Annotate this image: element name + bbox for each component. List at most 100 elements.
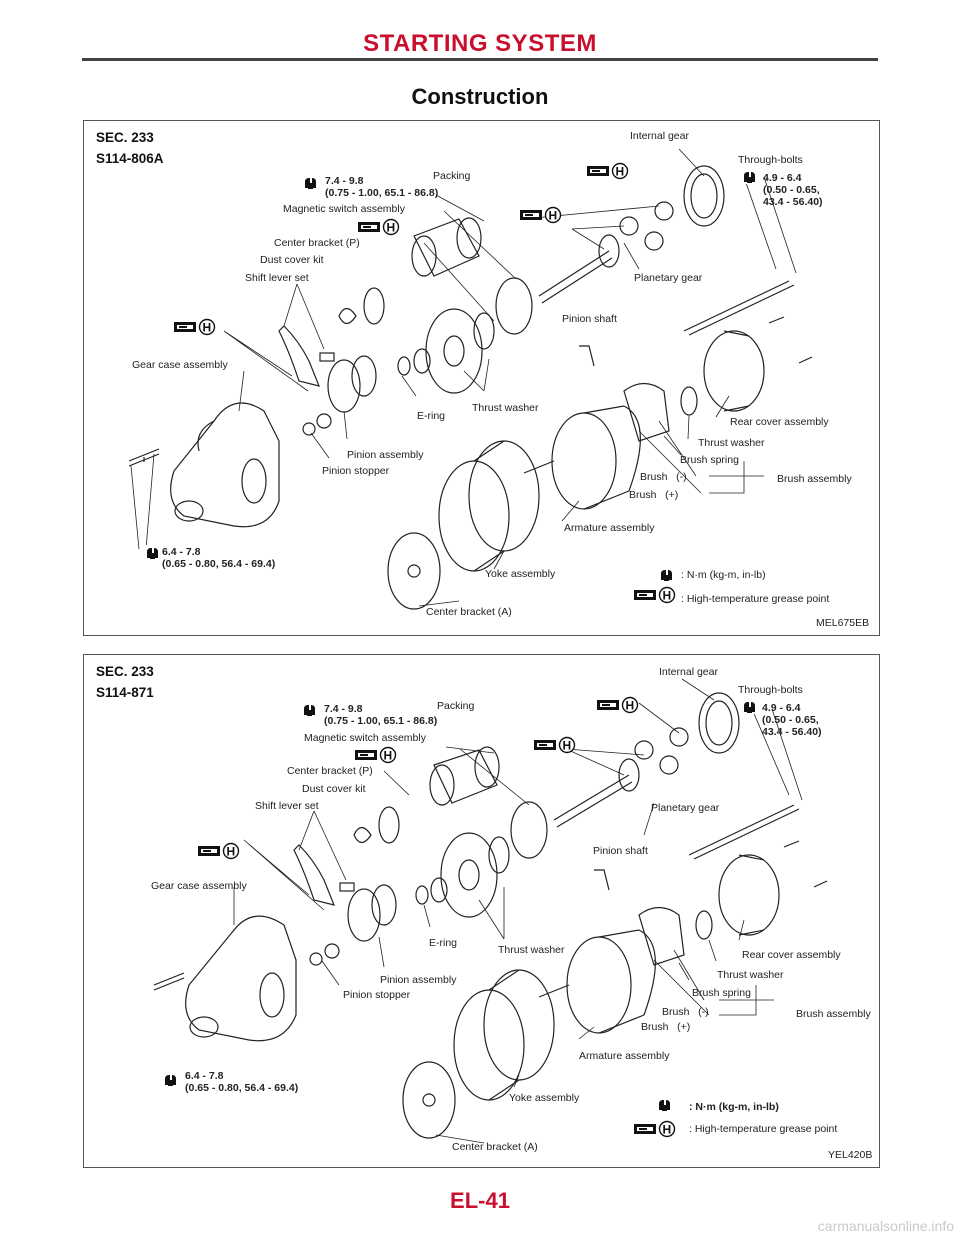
label-internal-gear: Internal gear (659, 666, 718, 678)
label-dust-cover: Dust cover kit (260, 254, 324, 266)
label-center-bracket-a: Center bracket (A) (452, 1141, 538, 1153)
label-brush-assembly: Brush assembly (796, 1008, 871, 1020)
grease-gun-icon (357, 218, 400, 236)
page-header-title: STARTING SYSTEM (363, 30, 597, 57)
label-center-bracket-a: Center bracket (A) (426, 606, 512, 618)
label-yoke: Yoke assembly (485, 568, 556, 580)
label-torque-gear-2: (0.65 - 0.80, 56.4 - 69.4) (162, 558, 275, 570)
label-brush-positive: Brush (+) (641, 1021, 690, 1033)
section-code-label: SEC. 233 (96, 130, 154, 145)
label-torque-gear-1: 6.4 - 7.8 (162, 546, 201, 558)
grease-gun-icon (173, 318, 216, 336)
label-torque-bolts-3: 43.4 - 56.40) (762, 726, 822, 738)
grease-gun-icon (633, 1120, 676, 1138)
label-torque-bolts-1: 4.9 - 6.4 (762, 702, 801, 714)
label-gear-case: Gear case assembly (132, 359, 228, 371)
grease-gun-icon (519, 206, 562, 224)
torque-wrench-icon (741, 699, 758, 714)
page-number: EL-41 (450, 1188, 510, 1213)
model-number-label: S114-806A (96, 151, 164, 166)
label-armature: Armature assembly (564, 522, 655, 534)
legend-torque-unit: : N·m (kg-m, in-lb) (689, 1101, 779, 1113)
label-rear-cover: Rear cover assembly (730, 416, 829, 428)
parts-line-art (128, 165, 813, 610)
figure-code: MEL675EB (816, 617, 869, 629)
label-center-bracket-p: Center bracket (P) (274, 237, 360, 249)
label-e-ring: E-ring (429, 937, 457, 949)
label-planetary-gear: Planetary gear (651, 802, 720, 814)
section-title: Construction (411, 84, 549, 109)
grease-gun-icon (586, 162, 629, 180)
torque-wrench-icon (144, 545, 161, 560)
label-packing: Packing (437, 700, 475, 712)
label-thrust-washer-1: Thrust washer (498, 944, 565, 956)
grease-gun-icon (633, 586, 676, 604)
diagram-panel-1: H SEC. 233 S114-806A (83, 120, 880, 636)
label-thrust-washer-2: Thrust washer (717, 969, 784, 981)
parts-line-art (153, 692, 828, 1139)
label-torque-bolts-1: 4.9 - 6.4 (763, 172, 802, 184)
label-yoke: Yoke assembly (509, 1092, 580, 1104)
label-armature: Armature assembly (579, 1050, 670, 1062)
label-magnetic-switch: Magnetic switch assembly (304, 732, 427, 744)
label-magnetic-switch: Magnetic switch assembly (283, 203, 406, 215)
grease-gun-icon (533, 736, 576, 754)
label-brush-spring: Brush spring (680, 454, 739, 466)
label-pinion-stopper: Pinion stopper (343, 989, 411, 1001)
torque-wrench-icon (741, 169, 758, 184)
label-torque-switch-2: (0.75 - 1.00, 65.1 - 86.8) (325, 187, 438, 199)
leader-lines (130, 148, 797, 607)
label-gear-case: Gear case assembly (151, 880, 247, 892)
label-torque-bolts-3: 43.4 - 56.40) (763, 196, 823, 208)
label-center-bracket-p: Center bracket (P) (287, 765, 373, 777)
label-e-ring: E-ring (417, 410, 445, 422)
legend-grease-point: : High-temperature grease point (681, 593, 829, 605)
label-through-bolts: Through-bolts (738, 684, 803, 696)
label-brush-assembly: Brush assembly (777, 473, 852, 485)
label-planetary-gear: Planetary gear (634, 272, 703, 284)
label-pinion-assembly: Pinion assembly (380, 974, 457, 986)
diagram-panel-2: SEC. 233 S114-871 (83, 654, 880, 1168)
legend-grease-point: : High-temperature grease point (689, 1123, 837, 1135)
label-thrust-washer-1: Thrust washer (472, 402, 539, 414)
exploded-view-diagram-1: H SEC. 233 S114-806A (96, 130, 869, 629)
torque-wrench-icon (162, 1072, 179, 1087)
figure-code: YEL420B (828, 1149, 872, 1161)
label-packing: Packing (433, 170, 471, 182)
torque-wrench-icon (302, 175, 319, 190)
exploded-view-diagram-2: SEC. 233 S114-871 (96, 664, 872, 1161)
grease-gun-icon (596, 696, 639, 714)
model-number-label: S114-871 (96, 685, 154, 700)
leader-lines (233, 678, 803, 1144)
label-dust-cover: Dust cover kit (302, 783, 366, 795)
label-pinion-stopper: Pinion stopper (322, 465, 390, 477)
label-pinion-shaft: Pinion shaft (562, 313, 617, 325)
label-torque-switch-1: 7.4 - 9.8 (324, 703, 363, 715)
label-torque-switch-2: (0.75 - 1.00, 65.1 - 86.8) (324, 715, 437, 727)
label-torque-gear-1: 6.4 - 7.8 (185, 1070, 224, 1082)
label-thrust-washer-2: Thrust washer (698, 437, 765, 449)
header-rule (82, 58, 878, 61)
label-torque-gear-2: (0.65 - 0.80, 56.4 - 69.4) (185, 1082, 298, 1094)
label-brush-positive: Brush (+) (629, 489, 678, 501)
label-pinion-assembly: Pinion assembly (347, 449, 424, 461)
grease-gun-icon (354, 746, 397, 764)
legend-torque-unit: : N·m (kg-m, in-lb) (681, 569, 766, 581)
label-brush-negative: Brush (-) (640, 471, 687, 483)
torque-wrench-icon (656, 1097, 673, 1112)
watermark: carmanualsonline.info (817, 1218, 954, 1234)
grease-gun-icon (197, 842, 240, 860)
section-code-label: SEC. 233 (96, 664, 154, 679)
label-brush-negative: Brush (-) (662, 1006, 709, 1018)
torque-wrench-icon (658, 567, 675, 582)
label-rear-cover: Rear cover assembly (742, 949, 841, 961)
label-internal-gear: Internal gear (630, 130, 689, 142)
label-torque-bolts-2: (0.50 - 0.65, (763, 184, 820, 196)
label-through-bolts: Through-bolts (738, 154, 803, 166)
label-torque-switch-1: 7.4 - 9.8 (325, 175, 364, 187)
label-shift-lever: Shift lever set (245, 272, 309, 284)
label-pinion-shaft: Pinion shaft (593, 845, 648, 857)
torque-wrench-icon (301, 702, 318, 717)
label-shift-lever: Shift lever set (255, 800, 319, 812)
label-torque-bolts-2: (0.50 - 0.65, (762, 714, 819, 726)
